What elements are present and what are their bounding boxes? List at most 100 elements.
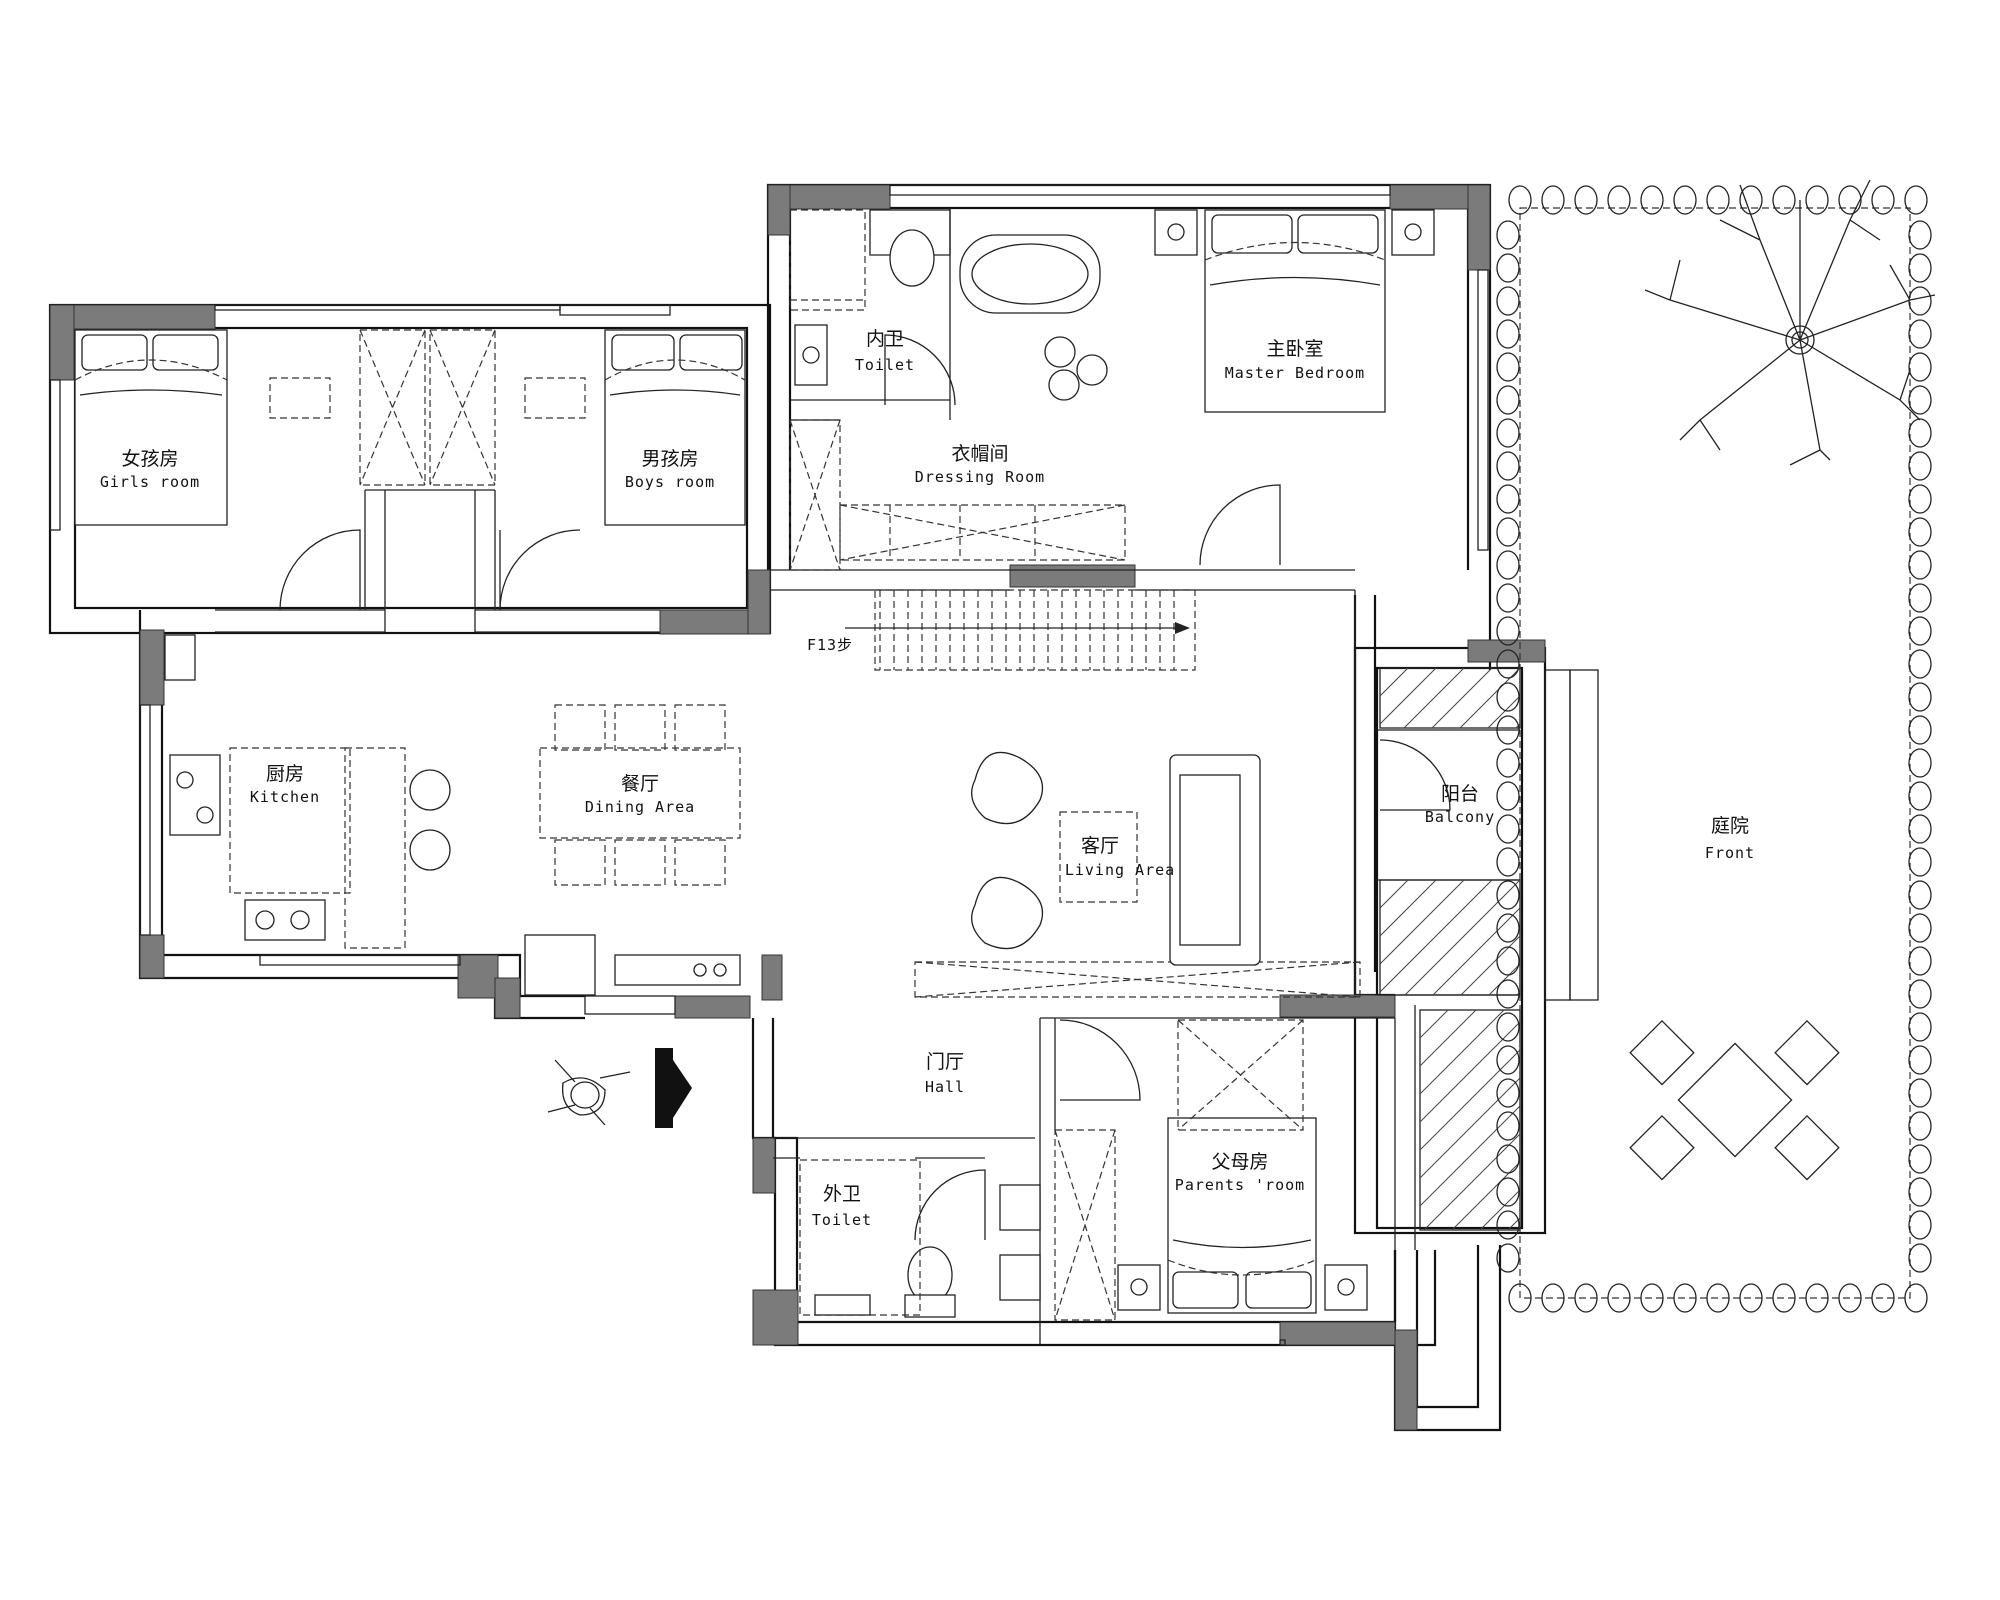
bed-girls — [74, 329, 331, 526]
hedge-shrub — [1496, 1012, 1520, 1042]
hedge-shrub — [1908, 814, 1932, 844]
hedge-shrub — [1908, 418, 1932, 448]
balcony-hatch-line — [1419, 1009, 1449, 1039]
hedge-shrub — [1496, 682, 1520, 712]
hedge-shrub — [1496, 583, 1520, 613]
hedge-shrub — [1496, 1210, 1520, 1240]
hedge-shrub — [1908, 979, 1932, 1009]
hedge-shrub — [1908, 352, 1932, 382]
hedge-shrub — [1508, 1283, 1532, 1313]
hedge-shrub — [1673, 1283, 1697, 1313]
hedge-shrub — [1496, 418, 1520, 448]
hedge-shrub — [1706, 185, 1730, 215]
hedge-shrub — [1908, 847, 1932, 877]
hedge-shrub — [1496, 550, 1520, 580]
balcony-hatch-line — [1423, 1133, 1521, 1231]
front-yard-label-en: Front — [1705, 844, 1755, 862]
inner-toilet-label-cn: 内卫 — [866, 328, 904, 350]
balcony-hatch-line — [1488, 963, 1521, 996]
hedge-shrub — [1908, 319, 1932, 349]
hedge-shrub — [1908, 880, 1932, 910]
hedge-shrub — [1541, 185, 1565, 215]
balcony-hatching — [1379, 667, 1599, 1231]
bed-parents — [1117, 1117, 1368, 1314]
hedge-shrub — [1908, 1012, 1932, 1042]
hedge-shrub — [1496, 715, 1520, 745]
hedge-shrub — [1607, 185, 1631, 215]
balcony-hatch-line — [1419, 1021, 1521, 1123]
hedge-shrub — [1908, 913, 1932, 943]
hedge-shrub — [1772, 185, 1796, 215]
hedge-shrub — [1908, 1210, 1932, 1240]
hedge-shrub — [1871, 185, 1895, 215]
hedge-shrub — [1496, 1045, 1520, 1075]
kitchen-label-cn: 厨房 — [266, 763, 304, 785]
kitchen-label-en: Kitchen — [250, 788, 320, 806]
hedge-shrub — [1908, 583, 1932, 613]
hedge-shrub — [1904, 1283, 1928, 1313]
dressing-room-label-en: Dressing Room — [915, 468, 1045, 486]
hedge-shrub — [1908, 946, 1932, 976]
balcony-label-cn: 阳台 — [1441, 783, 1479, 805]
balcony-hatch-line — [1379, 879, 1437, 937]
balcony-hatch-line — [1379, 667, 1409, 697]
balcony-hatch-line — [1379, 667, 1437, 725]
hedge-shrub — [1496, 979, 1520, 1009]
hedge-shrub — [1496, 352, 1520, 382]
parents-room-label-en: Parents 'room — [1175, 1176, 1305, 1194]
balcony-hatch-line — [1419, 1009, 1505, 1095]
hedge-shrub — [1908, 1243, 1932, 1273]
inner-toilet-fixtures — [789, 209, 1108, 401]
living-furniture — [971, 751, 1261, 966]
girls-room-label-cn: 女孩房 — [121, 448, 178, 470]
entrance-person-icon — [547, 1059, 631, 1126]
hedge-shrub — [1496, 253, 1520, 283]
hedge-shrub — [1673, 185, 1697, 215]
hedge-shrub — [1805, 185, 1829, 215]
hedge-shrub — [1908, 1177, 1932, 1207]
hedge-shrub — [1871, 1283, 1895, 1313]
hedge-shrub — [1908, 385, 1932, 415]
hedge-shrub — [1908, 682, 1932, 712]
hedge-shrub — [1496, 286, 1520, 316]
hedge-shrub — [1908, 748, 1932, 778]
hedge-shrub — [1908, 286, 1932, 316]
dining-table — [539, 704, 741, 886]
hedge-shrub — [1508, 185, 1532, 215]
hedge-shrub — [1496, 1177, 1520, 1207]
wardrobes — [359, 329, 1361, 1321]
hedge-shrub — [1772, 1283, 1796, 1313]
boys-room-label-cn: 男孩房 — [641, 448, 698, 470]
hedge-shrub — [1496, 385, 1520, 415]
stairs-label: F13步 — [807, 636, 853, 654]
hedge-shrub — [1805, 1283, 1829, 1313]
dining-area-label-en: Dining Area — [585, 798, 695, 816]
living-area-label-en: Living Area — [1065, 861, 1175, 879]
living-area-label-cn: 客厅 — [1081, 835, 1119, 857]
hedge-shrub — [1496, 847, 1520, 877]
balcony-hatch-line — [1379, 879, 1409, 909]
hedge-shrub — [1574, 185, 1598, 215]
balcony-hatch-line — [1460, 935, 1521, 996]
room-labels: 女孩房 Girls room 男孩房 Boys room 内卫 Toilet 衣… — [100, 328, 1755, 1229]
master-bedroom-label-en: Master Bedroom — [1225, 364, 1365, 382]
hedge-shrub — [1739, 1283, 1763, 1313]
front-yard-label-cn: 庭院 — [1711, 815, 1749, 837]
hedge-shrub — [1496, 1078, 1520, 1108]
hedge-shrub — [1496, 649, 1520, 679]
balcony-hatch-line — [1403, 667, 1465, 729]
hedge-shrub — [1739, 185, 1763, 215]
hedge-shrub — [1908, 616, 1932, 646]
windows — [49, 184, 1489, 1346]
hedge-shrub — [1496, 1144, 1520, 1174]
hedge-shrub — [1496, 1111, 1520, 1141]
hall-label-cn: 门厅 — [926, 1051, 964, 1073]
hedge-shrub — [1904, 185, 1928, 215]
hedge-shrub — [1908, 1045, 1932, 1075]
hedge-shrub — [1496, 451, 1520, 481]
hedge-shrub — [1838, 185, 1862, 215]
balcony-label-en: Balcony — [1425, 808, 1495, 826]
hedge-shrub — [1496, 748, 1520, 778]
doors — [279, 334, 1451, 1241]
